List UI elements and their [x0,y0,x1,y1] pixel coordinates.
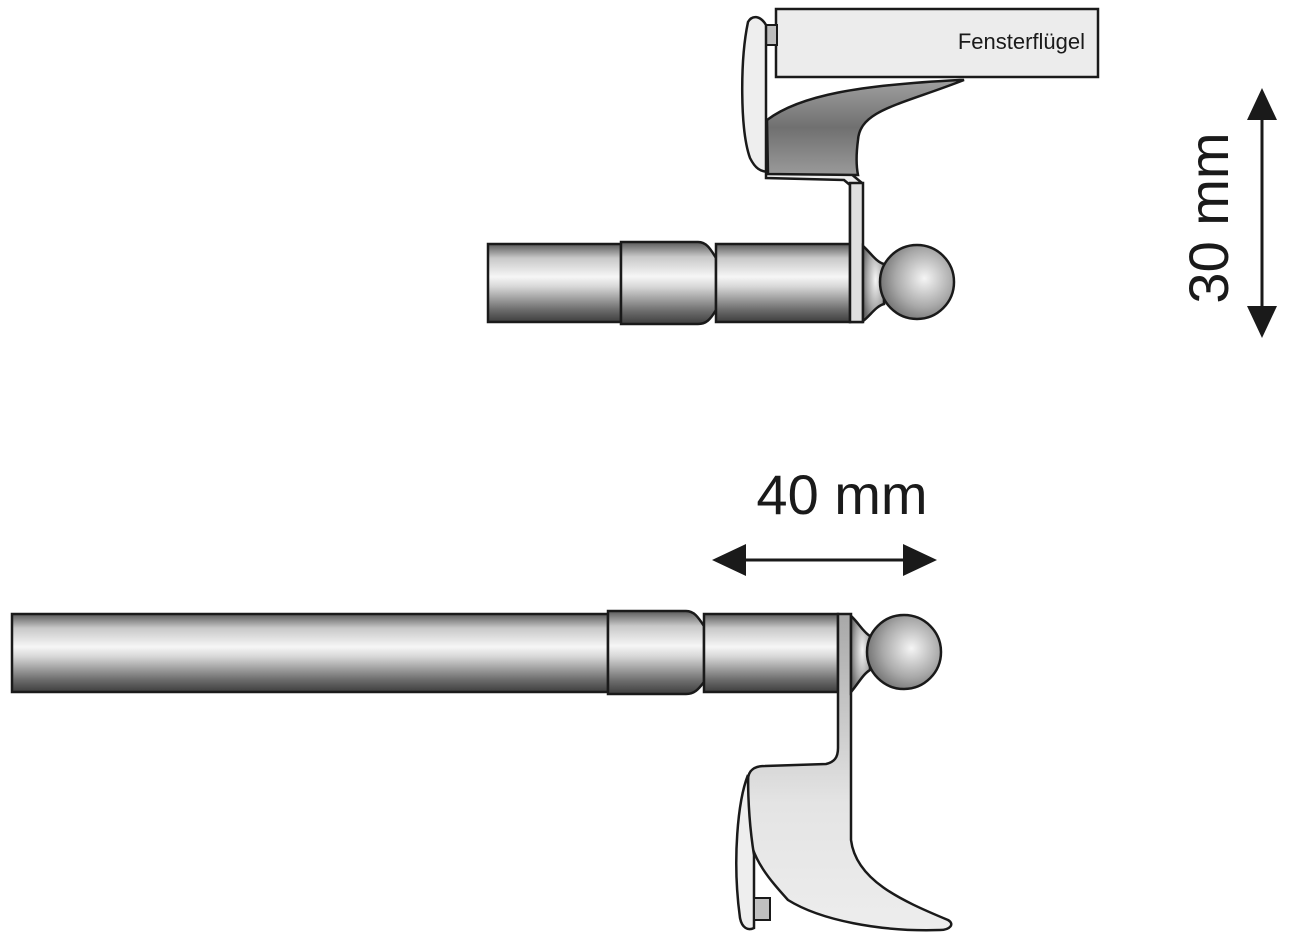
rod-segment [714,242,852,324]
window-sash [774,7,1100,79]
depth-dimension-label: 40 mm [756,463,927,526]
screw-pad [753,897,771,921]
clip-lever [735,774,756,931]
arrow-right-icon [903,544,937,576]
rod-sleeve [619,240,718,326]
finial-ball [878,243,956,321]
bracket-stem [848,181,865,324]
height-dimension: 30 mm [1177,88,1277,338]
arrow-left-icon [712,544,746,576]
bracket-clip [746,612,953,932]
rod-sleeve [606,609,706,696]
rod-segment [702,612,840,694]
sash-label: Fensterflügel [958,29,1085,54]
clip-body [765,78,965,177]
rod-segment [486,242,623,324]
finial-neck [849,613,872,696]
depth-dimension: 40 mm [712,463,937,576]
top-assembly: Fensterflügel [486,7,1100,326]
screw-pad [765,24,778,46]
height-dimension-label: 30 mm [1177,132,1240,303]
finial-ball [865,613,943,691]
rod-long [10,612,610,694]
bottom-assembly [10,609,953,932]
finial-neck [861,243,886,324]
arrow-down-icon [1247,306,1277,338]
arrow-up-icon [1247,88,1277,120]
